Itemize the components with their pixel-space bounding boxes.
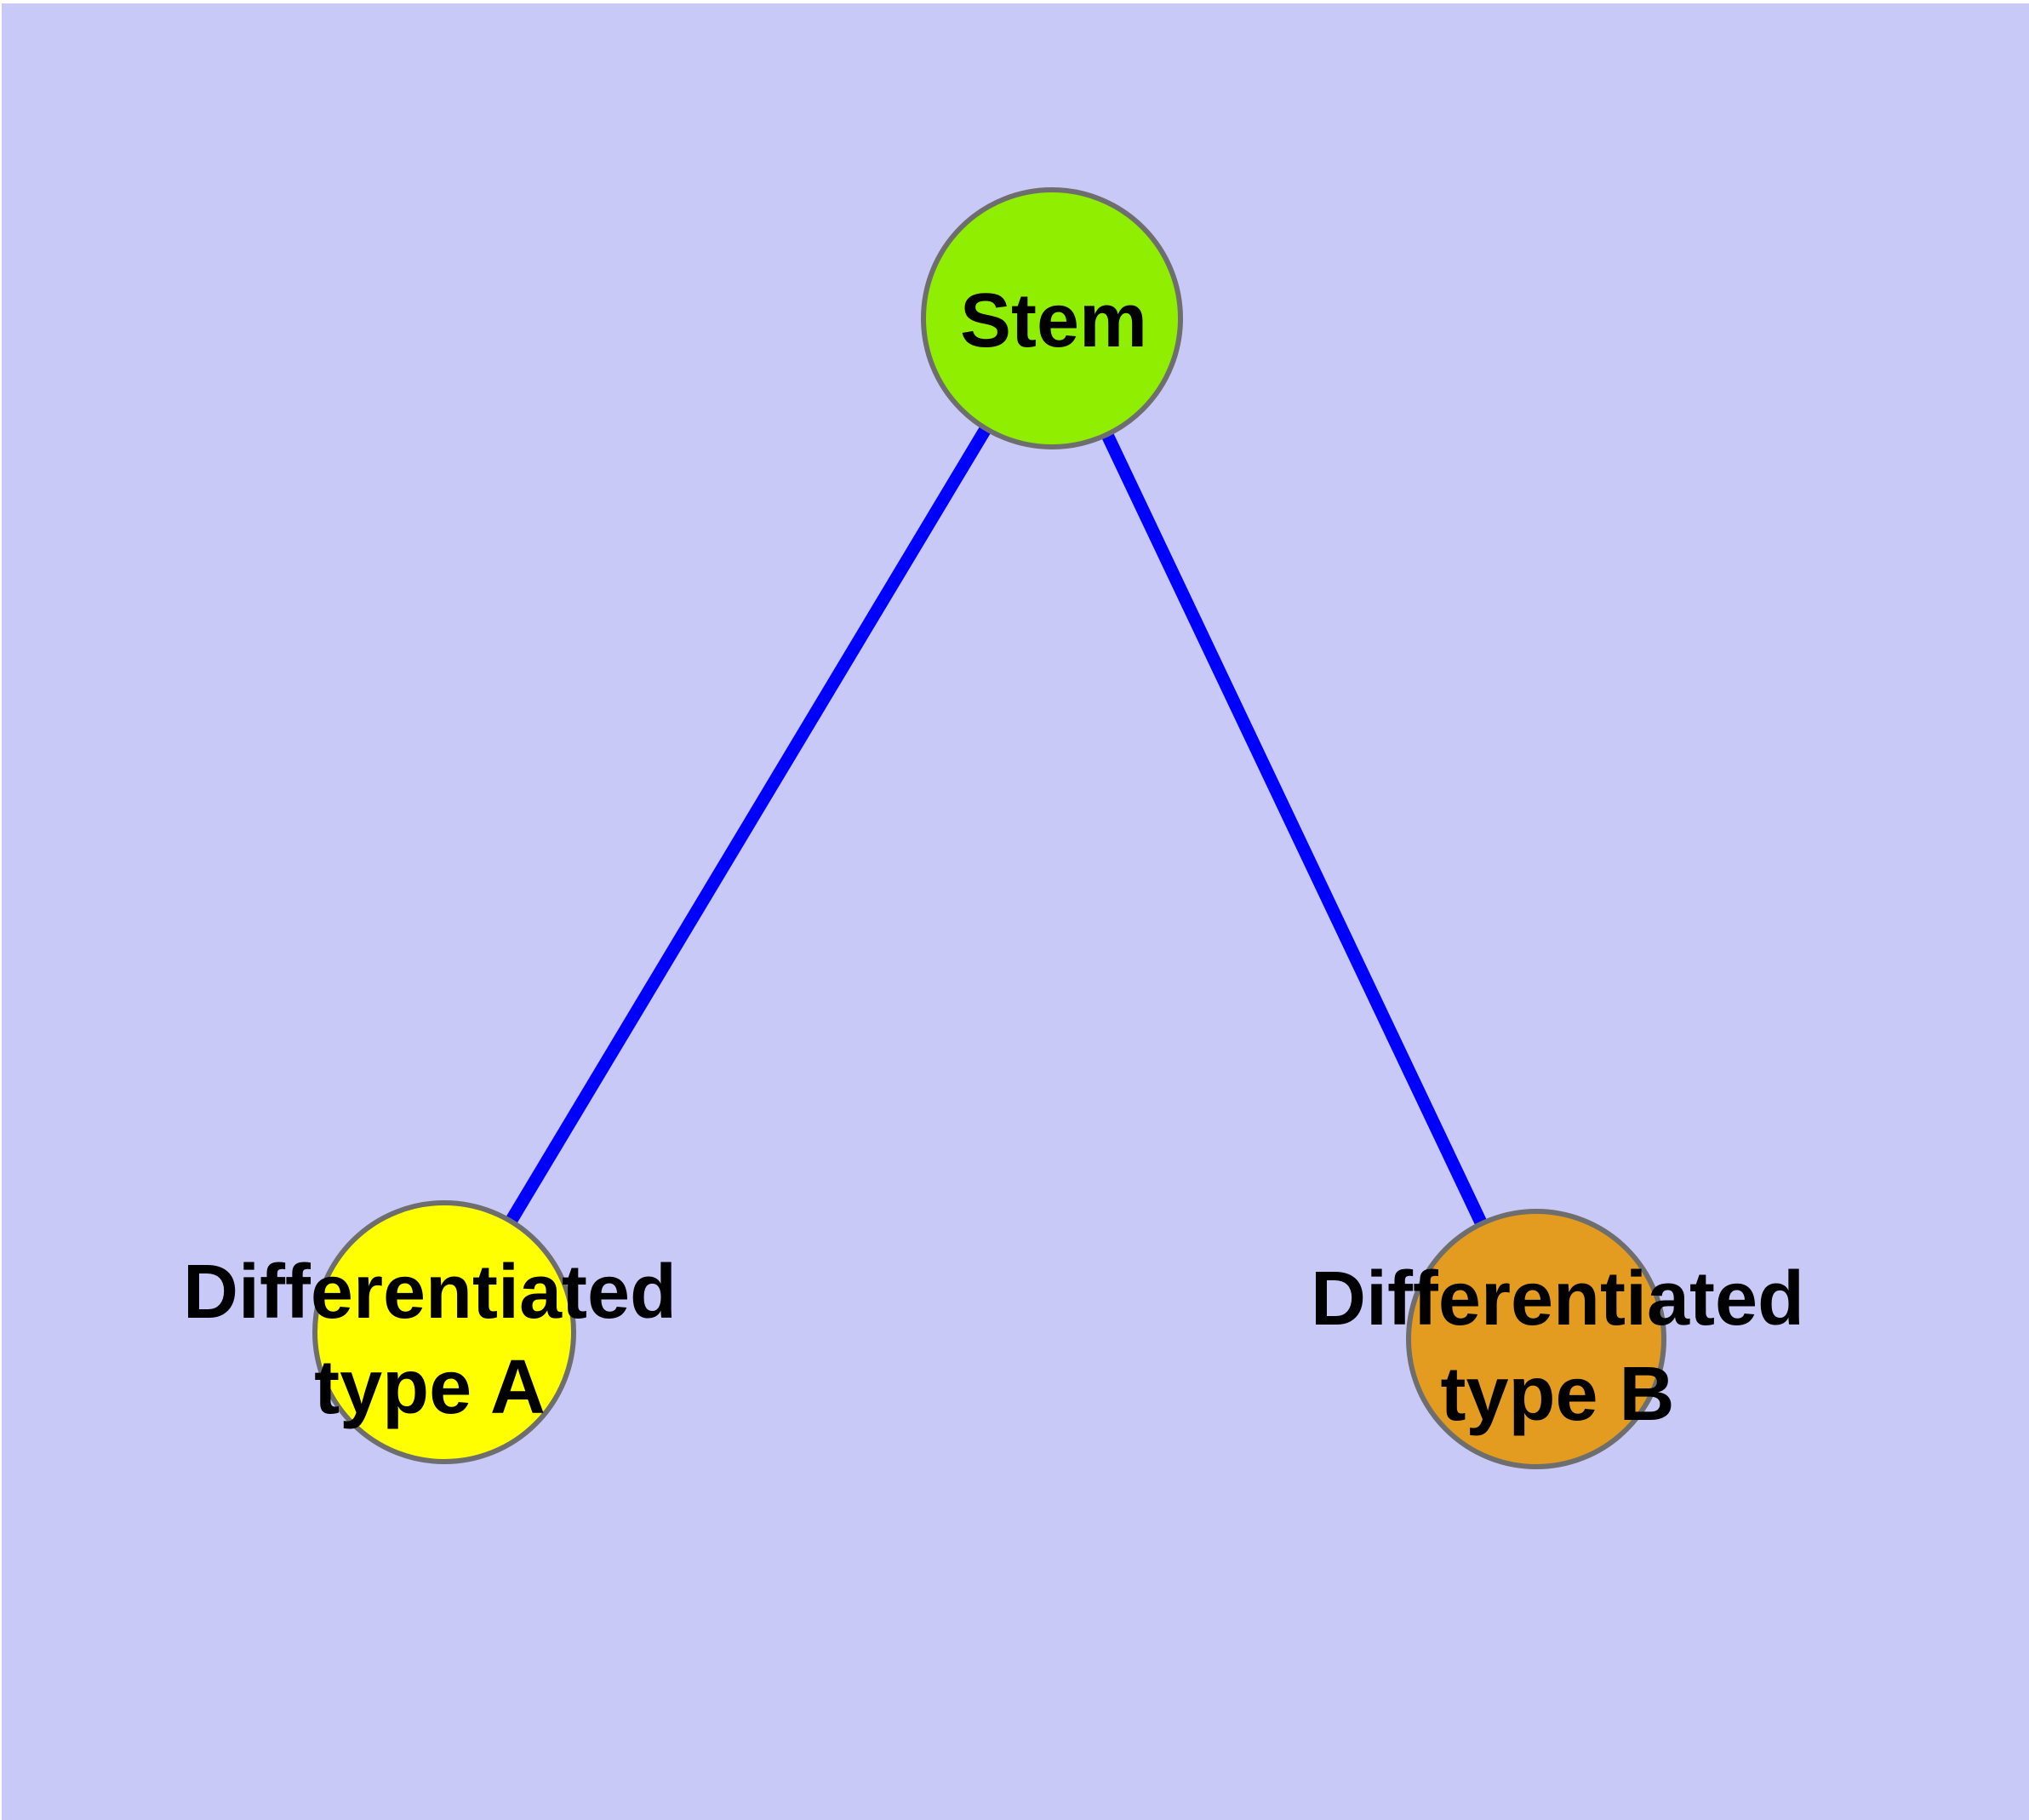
node-type-a-label-line1: Differentiated — [183, 1250, 677, 1335]
node-differentiated-type-b: Differentiated type B — [1311, 1209, 1804, 1469]
node-type-a-circle — [312, 1200, 576, 1464]
node-type-b-circle — [1406, 1209, 1666, 1469]
node-type-b-label-line2: type B — [1440, 1352, 1674, 1437]
node-stem-circle — [921, 187, 1183, 449]
node-type-b-label-line1: Differentiated — [1311, 1256, 1804, 1342]
node-differentiated-type-a: Differentiated type A — [183, 1200, 677, 1464]
edge-stem-to-type-b — [1046, 315, 1542, 1342]
node-stem: Stem — [921, 187, 1183, 449]
node-type-a-label-line2: type A — [314, 1345, 546, 1430]
edge-stem-to-type-a — [438, 315, 1058, 1336]
node-stem-label: Stem — [960, 278, 1147, 363]
